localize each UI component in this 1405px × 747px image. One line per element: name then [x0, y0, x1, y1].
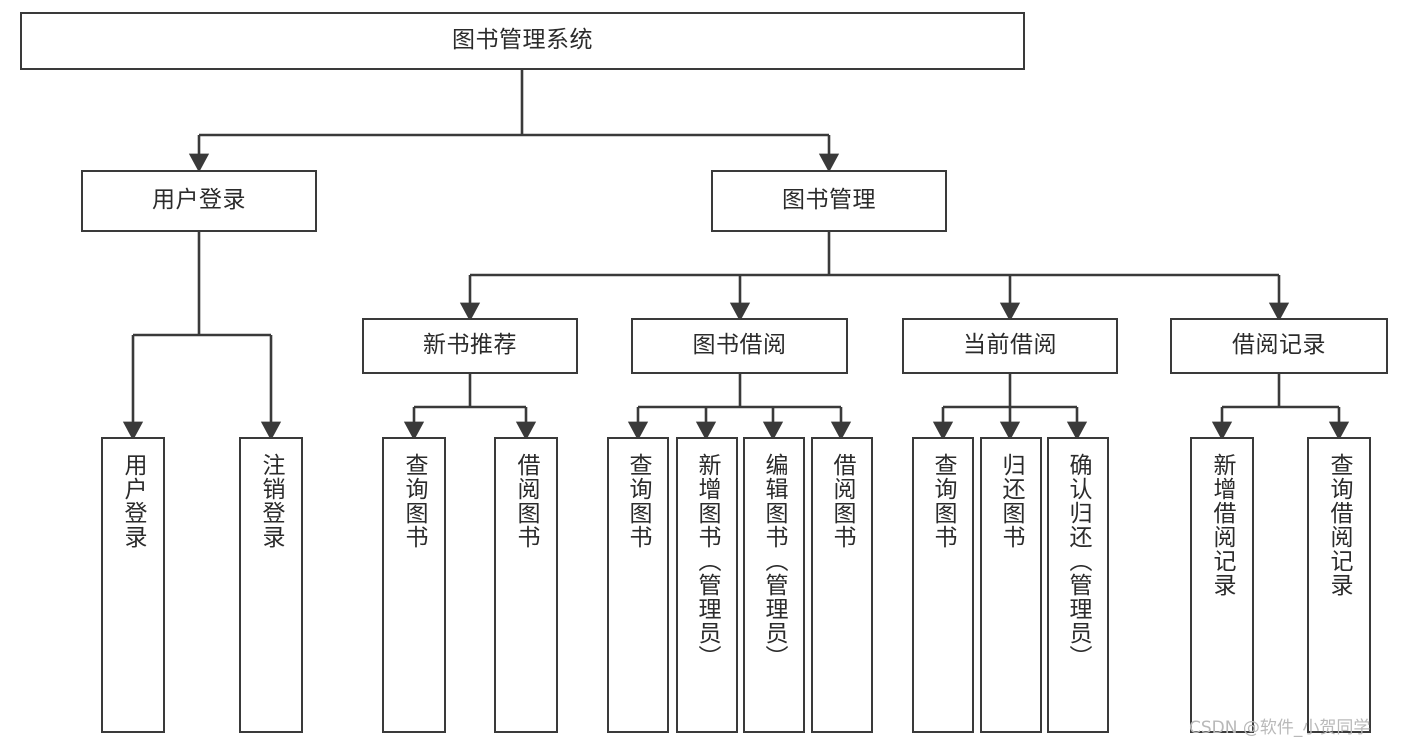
- leaf-book-borrow-edit-label: 编辑图书（管理员）: [761, 453, 788, 669]
- leaf-current-borrow-query-label: 查询图书: [930, 453, 957, 549]
- leaf-book-borrow-add[interactable]: 新增图书（管理员）: [676, 437, 738, 733]
- leaf-book-borrow-add-label: 新增图书（管理员）: [694, 453, 721, 669]
- leaf-user-login-login-label: 用户登录: [120, 453, 147, 549]
- node-book-borrow[interactable]: 图书借阅: [631, 318, 848, 374]
- leaf-borrow-record-query-label: 查询借阅记录: [1326, 453, 1353, 597]
- node-root-system-label: 图书管理系统: [452, 27, 593, 54]
- csdn-watermark: CSDN @软件_小贺同学: [1189, 718, 1371, 738]
- leaf-current-borrow-confirm-return[interactable]: 确认归还（管理员）: [1047, 437, 1109, 733]
- leaf-new-book-borrow-label: 借阅图书: [513, 453, 540, 549]
- leaf-user-login-logout[interactable]: 注销登录: [239, 437, 303, 733]
- leaf-book-borrow-query-label: 查询图书: [625, 453, 652, 549]
- leaf-current-borrow-return-label: 归还图书: [998, 453, 1025, 549]
- leaf-current-borrow-query[interactable]: 查询图书: [912, 437, 974, 733]
- leaf-borrow-record-add[interactable]: 新增借阅记录: [1190, 437, 1254, 733]
- leaf-current-borrow-return[interactable]: 归还图书: [980, 437, 1042, 733]
- leaf-new-book-query[interactable]: 查询图书: [382, 437, 446, 733]
- node-user-login-label: 用户登录: [152, 187, 246, 214]
- leaf-borrow-record-add-label: 新增借阅记录: [1209, 453, 1236, 597]
- node-book-management[interactable]: 图书管理: [711, 170, 947, 232]
- leaf-book-borrow-query[interactable]: 查询图书: [607, 437, 669, 733]
- leaf-book-borrow-borrow-label: 借阅图书: [829, 453, 856, 549]
- node-current-borrow-label: 当前借阅: [963, 332, 1057, 359]
- node-new-book-recommend[interactable]: 新书推荐: [362, 318, 578, 374]
- node-user-login[interactable]: 用户登录: [81, 170, 317, 232]
- leaf-book-borrow-edit[interactable]: 编辑图书（管理员）: [743, 437, 805, 733]
- leaf-new-book-borrow[interactable]: 借阅图书: [494, 437, 558, 733]
- node-root-system[interactable]: 图书管理系统: [20, 12, 1025, 70]
- leaf-current-borrow-confirm-return-label: 确认归还（管理员）: [1065, 453, 1092, 669]
- leaf-book-borrow-borrow[interactable]: 借阅图书: [811, 437, 873, 733]
- leaf-new-book-query-label: 查询图书: [401, 453, 428, 549]
- leaf-borrow-record-query[interactable]: 查询借阅记录: [1307, 437, 1371, 733]
- leaf-user-login-login[interactable]: 用户登录: [101, 437, 165, 733]
- node-book-borrow-label: 图书借阅: [692, 332, 787, 359]
- node-new-book-recommend-label: 新书推荐: [423, 332, 517, 359]
- leaf-user-login-logout-label: 注销登录: [258, 453, 285, 549]
- node-borrow-record[interactable]: 借阅记录: [1170, 318, 1388, 374]
- node-book-management-label: 图书管理: [782, 187, 876, 214]
- node-current-borrow[interactable]: 当前借阅: [902, 318, 1118, 374]
- node-borrow-record-label: 借阅记录: [1232, 332, 1326, 359]
